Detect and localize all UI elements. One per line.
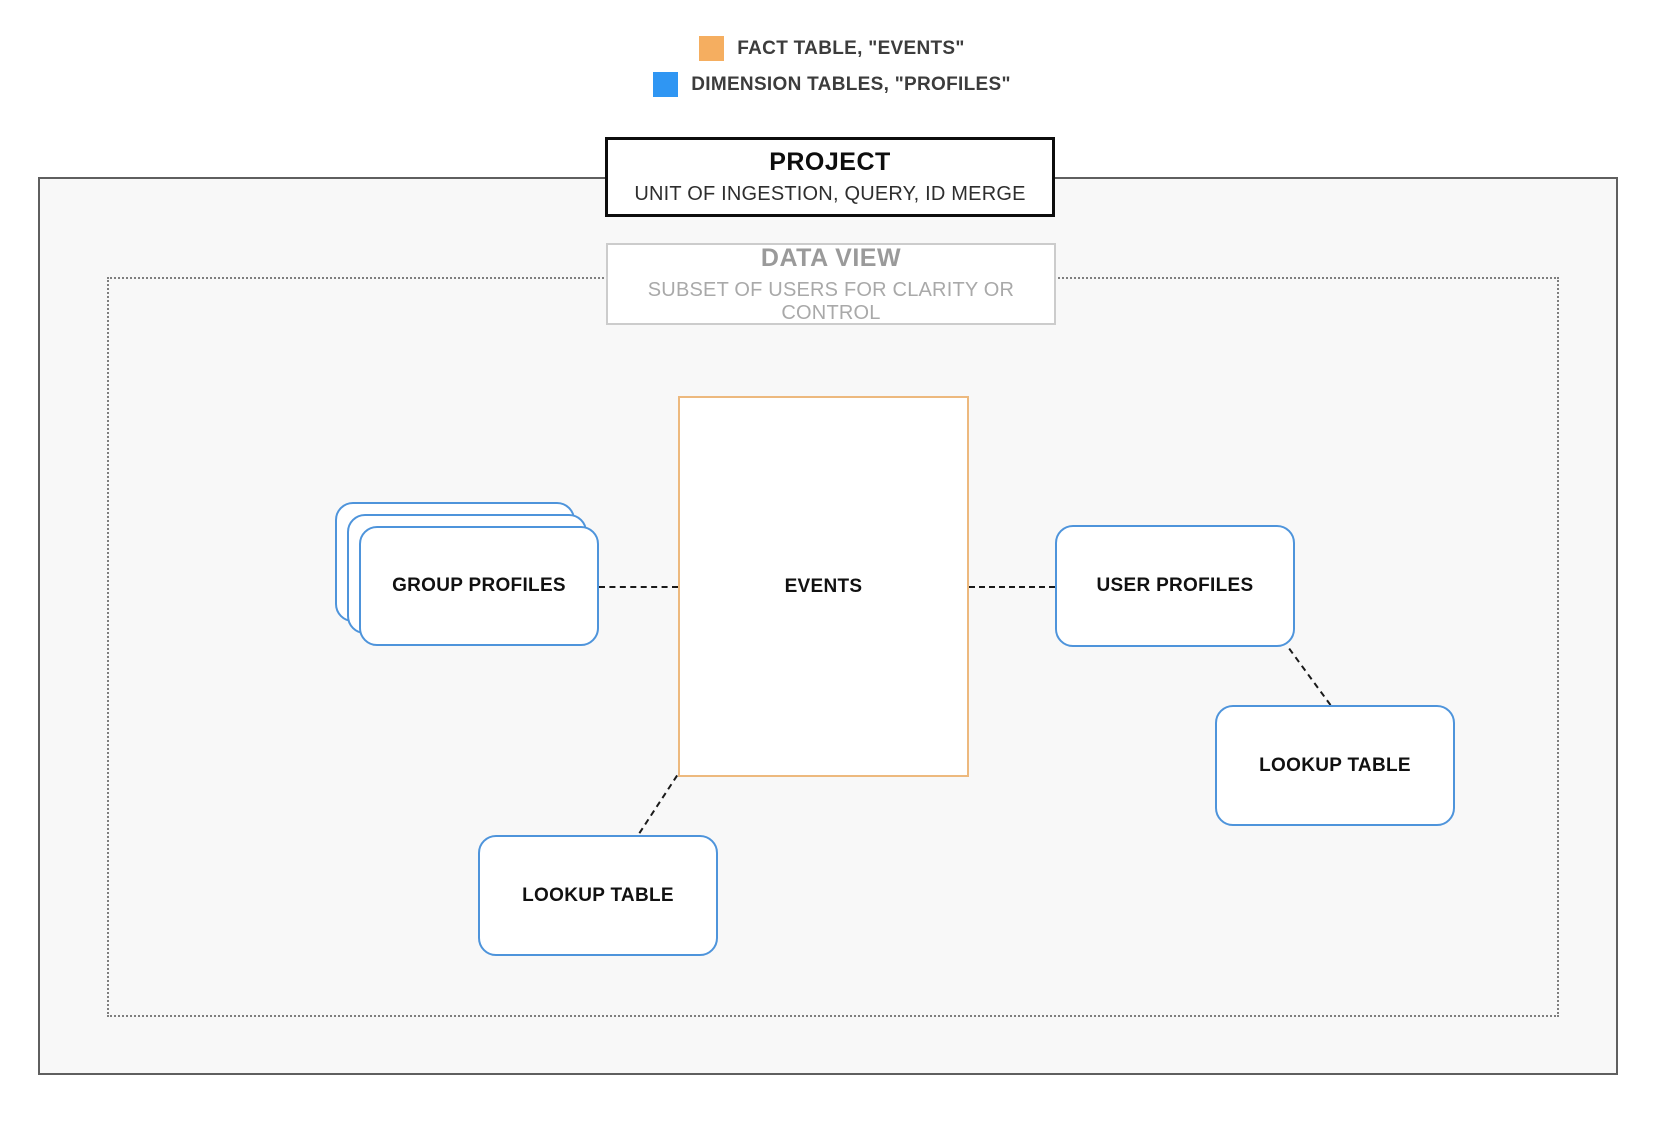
legend-row-dimension-tables: DIMENSION TABLES, "PROFILES" xyxy=(653,72,1011,97)
node-lookup-table-right-label: LOOKUP TABLE xyxy=(1259,754,1411,776)
node-user-profiles: USER PROFILES xyxy=(1055,525,1295,647)
dimension-tables-swatch-icon xyxy=(653,72,679,97)
legend: FACT TABLE, "EVENTS" DIMENSION TABLES, "… xyxy=(0,36,1664,97)
legend-fact-table-label: FACT TABLE, "EVENTS" xyxy=(737,37,965,59)
project-title-box: PROJECT UNIT OF INGESTION, QUERY, ID MER… xyxy=(605,137,1055,217)
node-group-profiles-label: GROUP PROFILES xyxy=(392,575,566,596)
node-lookup-table-right: LOOKUP TABLE xyxy=(1215,705,1455,826)
node-lookup-table-bottom: LOOKUP TABLE xyxy=(478,835,718,956)
fact-table-swatch-icon xyxy=(699,36,725,61)
edge-events-user-profiles xyxy=(969,586,1055,588)
project-subtitle: UNIT OF INGESTION, QUERY, ID MERGE xyxy=(634,183,1026,205)
legend-dimension-tables-label: DIMENSION TABLES, "PROFILES" xyxy=(691,73,1011,95)
node-user-profiles-label: USER PROFILES xyxy=(1096,575,1254,596)
data-view-title-box: DATA VIEW SUBSET OF USERS FOR CLARITY OR… xyxy=(606,243,1056,325)
data-view-subtitle: SUBSET OF USERS FOR CLARITY OR CONTROL xyxy=(647,278,1015,324)
node-events: EVENTS xyxy=(678,396,969,777)
node-events-label: EVENTS xyxy=(784,575,863,597)
legend-row-fact-table: FACT TABLE, "EVENTS" xyxy=(699,36,964,61)
edge-group-profiles-events xyxy=(599,586,678,588)
data-view-title: DATA VIEW xyxy=(760,243,902,272)
node-group-profiles: GROUP PROFILES xyxy=(359,526,599,646)
project-title: PROJECT xyxy=(769,148,891,176)
node-lookup-table-bottom-label: LOOKUP TABLE xyxy=(522,884,674,906)
